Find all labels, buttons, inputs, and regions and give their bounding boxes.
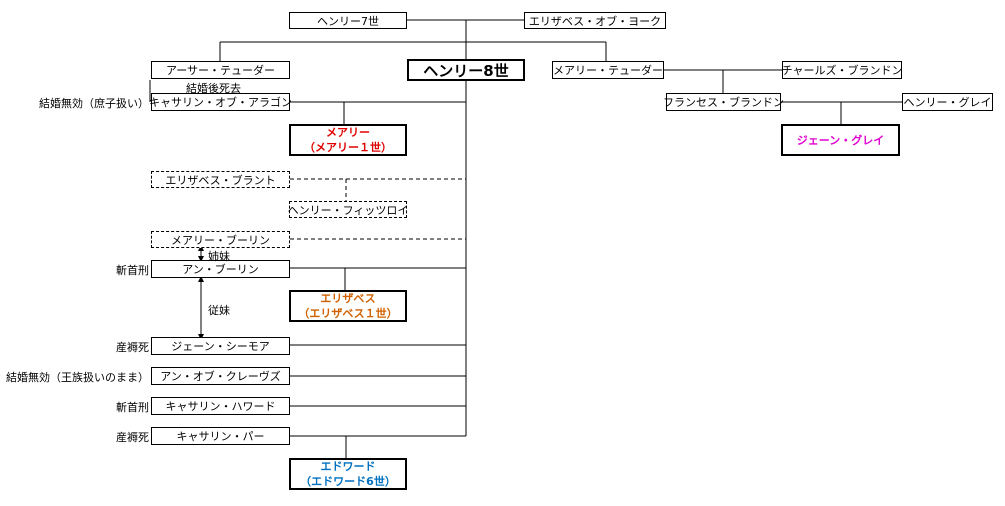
person-henry7: ヘンリー7世 <box>289 12 407 29</box>
person-elizabeth-york: エリザベス・オブ・ヨーク <box>524 12 666 29</box>
note-beheaded-anne: 斬首刑 <box>116 264 149 277</box>
person-catherine-howard: キャサリン・ハワード <box>151 397 290 415</box>
edward-name: エドワード <box>320 460 376 473</box>
person-mary-tudor: メアリー・テューダー <box>552 61 664 79</box>
edward-title: （エドワード6世） <box>300 475 396 488</box>
person-mary-boleyn: メアリー・ブーリン <box>151 231 290 248</box>
elizabeth1-title: （エリザベス１世） <box>298 307 398 320</box>
elizabeth1-name: エリザベス <box>320 292 376 305</box>
person-anne-cleves: アン・オブ・クレーヴズ <box>151 367 290 385</box>
person-jane-grey: ジェーン・グレイ <box>781 124 900 156</box>
note-beheaded-howard: 斬首刑 <box>116 401 149 414</box>
person-mary1: メアリー （メアリー１世） <box>289 124 407 156</box>
person-edward: エドワード （エドワード6世） <box>289 458 407 490</box>
mary1-name: メアリー <box>326 126 370 139</box>
person-charles-brandon: チャールズ・ブランドン <box>782 61 902 79</box>
note-annulled-illegitimate: 結婚無効（庶子扱い） <box>39 97 149 110</box>
person-catherine-aragon: キャサリン・オブ・アラゴン <box>149 93 292 111</box>
person-henry-grey: ヘンリー・グレイ <box>902 93 993 111</box>
person-anne-boleyn: アン・ブーリン <box>151 260 290 278</box>
note-cousins: 従妹 <box>208 304 230 317</box>
note-childbed-parr: 産褥死 <box>116 431 149 444</box>
note-annulled-royal: 結婚無効（王族扱いのまま） <box>6 371 149 384</box>
person-elizabeth-blount: エリザベス・ブラント <box>151 171 290 188</box>
person-jane-seymour: ジェーン・シーモア <box>151 337 290 355</box>
person-henry-fitzroy: ヘンリー・フィッツロイ <box>288 201 408 218</box>
note-sisters: 姉妹 <box>208 250 230 263</box>
person-elizabeth1: エリザベス （エリザベス１世） <box>289 290 407 322</box>
note-childbed-seymour: 産褥死 <box>116 341 149 354</box>
jane-grey-name: ジェーン・グレイ <box>796 133 885 147</box>
note-died-after-marriage: 結婚後死去 <box>186 82 241 95</box>
person-catherine-parr: キャサリン・パー <box>151 427 290 445</box>
person-frances-brandon: フランセス・ブランドン <box>663 93 784 111</box>
mary1-title: （メアリー１世） <box>304 141 392 154</box>
person-henry8: ヘンリー8世 <box>407 59 525 81</box>
person-arthur: アーサー・テューダー <box>151 61 290 79</box>
